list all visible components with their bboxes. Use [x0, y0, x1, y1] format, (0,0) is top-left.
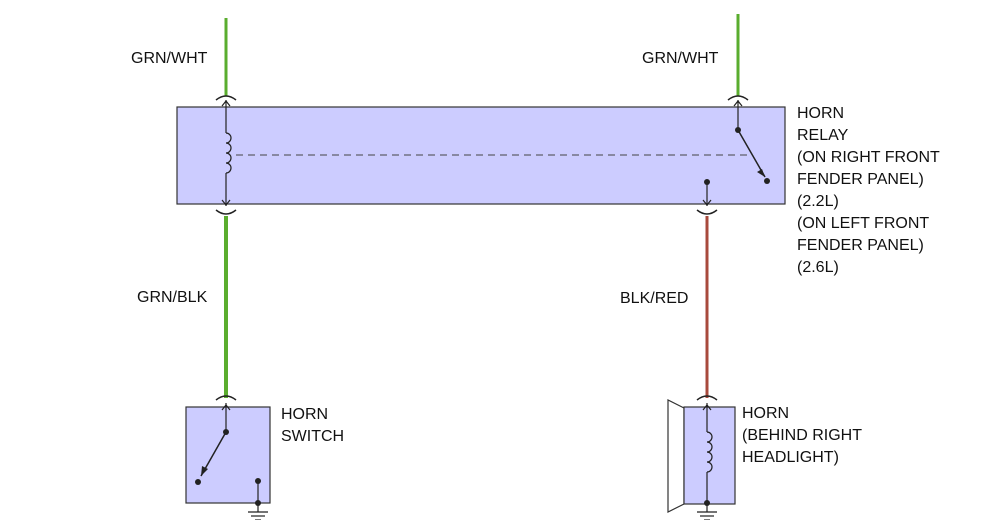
horn-label: HORN (BEHIND RIGHT HEADLIGHT) [742, 403, 862, 469]
wire-label-right-top: GRN/WHT [642, 50, 719, 67]
horn-relay-label-line: FENDER PANEL) [797, 171, 924, 188]
horn-coil [706, 431, 713, 473]
horn-label-line: HORN [742, 405, 790, 422]
connector-right-bottom [696, 209, 718, 215]
wire-label-left-top: GRN/WHT [131, 50, 208, 67]
horn-relay-label-line: (ON RIGHT FRONT [797, 149, 940, 166]
relay-coil [225, 132, 232, 174]
horn-relay-label-line: HORN [797, 105, 845, 122]
horn-switch-box [185, 406, 271, 504]
connector-left-top [215, 95, 237, 101]
relay-contact-arm [737, 129, 766, 178]
horn-switch-label-line: HORN [281, 406, 329, 423]
horn-relay-label-line: (ON LEFT FRONT [797, 215, 930, 232]
horn-relay-label-line: (2.2L) [797, 193, 839, 210]
horn-switch-label: HORN SWITCH [281, 404, 344, 448]
horn-box [683, 406, 736, 505]
ground-symbol-switch [248, 511, 268, 520]
horn-body [667, 399, 685, 513]
wire-label-left-bottom: GRN/BLK [137, 289, 208, 306]
ground-symbol-horn [697, 511, 717, 520]
horn-relay-label: HORN RELAY (ON RIGHT FRONT FENDER PANEL)… [797, 103, 940, 279]
connector-horn [696, 395, 718, 401]
wire-label-right-bottom: BLK/RED [620, 290, 689, 307]
horn-switch-label-line: SWITCH [281, 428, 345, 445]
horn-relay-label-line: RELAY [797, 127, 849, 144]
connector-right-top [727, 95, 749, 101]
horn-relay-label-line: FENDER PANEL) [797, 237, 924, 254]
horn-label-line: HEADLIGHT) [742, 449, 839, 466]
horn-label-line: (BEHIND RIGHT [742, 427, 862, 444]
horn-relay-label-line: (2.6L) [797, 259, 839, 276]
connector-switch [215, 395, 237, 401]
connector-left-bottom [215, 209, 237, 215]
